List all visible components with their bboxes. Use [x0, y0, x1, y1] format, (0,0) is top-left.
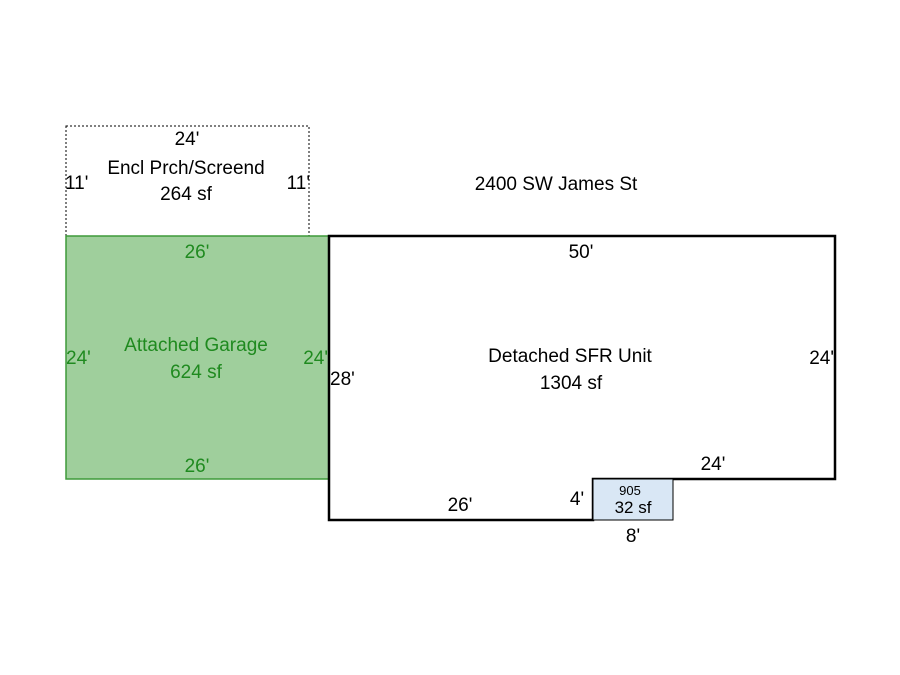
garage-name-label: Attached Garage [124, 335, 268, 356]
house-right-dimension: 24' [809, 348, 834, 369]
porch-outline[interactable] [65, 125, 310, 237]
porch-top-dimension: 24' [175, 129, 200, 150]
address-label: 2400 SW James St [475, 174, 638, 195]
house-name-label: Detached SFR Unit [488, 346, 652, 367]
bump-out-area[interactable] [592, 478, 674, 521]
garage-bottom-dimension: 26' [185, 456, 210, 477]
garage-left-dimension: 24' [66, 348, 91, 369]
house-area-label: 1304 sf [540, 373, 603, 394]
garage-area-label: 624 sf [170, 362, 222, 383]
bump-code-label: 905 [619, 483, 641, 498]
bump-bottom-dimension: 8' [626, 526, 640, 547]
garage-right-dimension: 24' [303, 348, 328, 369]
house-bottom-left-dimension: 26' [448, 495, 473, 516]
garage-area[interactable] [65, 235, 330, 480]
porch-area-label: 264 sf [160, 184, 212, 205]
house-bottom-right-dimension: 24' [701, 454, 726, 475]
house-top-dimension: 50' [569, 242, 594, 263]
porch-right-dimension: 11' [287, 173, 310, 194]
bump-area-label: 32 sf [615, 498, 652, 517]
garage-top-dimension: 26' [185, 242, 210, 263]
house-step-dimension: 4' [570, 489, 584, 510]
porch-name-label: Encl Prch/Screend [107, 158, 264, 179]
house-left-dimension: 28' [330, 369, 355, 390]
porch-left-dimension: 11' [65, 173, 88, 194]
